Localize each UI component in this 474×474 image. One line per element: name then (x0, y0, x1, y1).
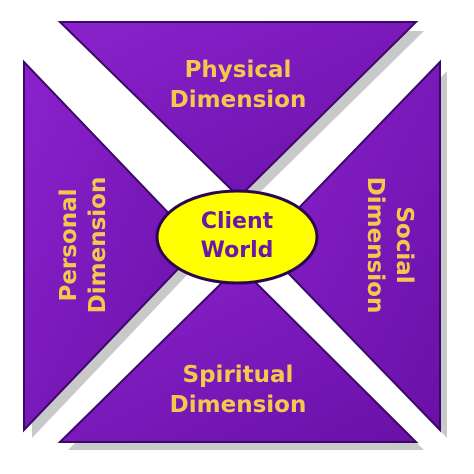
bottom-label-line1: Spiritual (183, 362, 294, 388)
right-label-line2: Dimension (362, 177, 388, 314)
bottom-label-line2: Dimension (170, 392, 307, 418)
triangle-right (260, 59, 441, 433)
right-label-line1: Social (391, 206, 417, 283)
top-label-line1: Physical (185, 57, 292, 83)
center-label-line2: World (201, 238, 274, 263)
top-label-line2: Dimension (170, 87, 307, 113)
triangle-top (57, 21, 419, 199)
triangle-left (23, 59, 202, 433)
left-label-line1: Personal (56, 188, 82, 301)
center-ellipse (155, 189, 319, 285)
triangle-bottom (57, 264, 419, 443)
center-label-line1: Client (201, 209, 274, 234)
left-label-line2: Dimension (85, 177, 111, 314)
